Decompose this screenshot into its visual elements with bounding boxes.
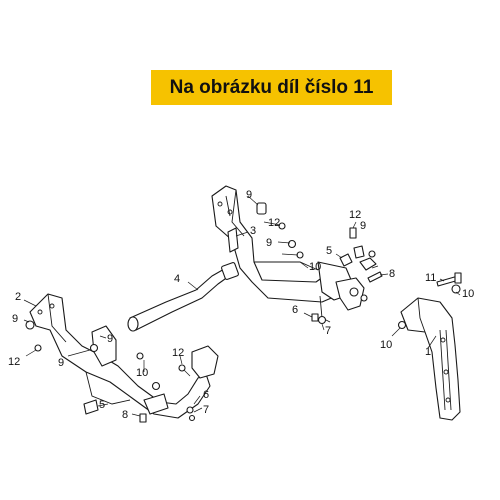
callout-4: 4	[174, 273, 180, 285]
callout-5: 5	[99, 399, 105, 411]
callout-6: 6	[292, 304, 298, 316]
callout-10: 10	[462, 288, 474, 300]
callout-12: 12	[268, 217, 280, 229]
callout-7: 7	[325, 325, 331, 337]
part-2-lower-frame	[29, 293, 219, 419]
part-3-upper-frame	[211, 185, 368, 323]
callout-9: 9	[58, 357, 64, 369]
callout-3: 3	[250, 225, 256, 237]
lower-frame-fasteners	[25, 320, 196, 423]
callout-8: 8	[389, 268, 395, 280]
callout-9: 9	[107, 333, 113, 345]
part-11-bolt	[436, 272, 462, 287]
callout-8: 8	[122, 409, 128, 421]
callout-12: 12	[8, 356, 20, 368]
upper-frame-fasteners	[256, 202, 383, 325]
callout-9: 9	[266, 237, 272, 249]
part-4-pipe	[127, 262, 239, 332]
callout-11: 11	[425, 272, 436, 284]
page-title: Na obrázku díl číslo 11	[169, 76, 374, 98]
page-title-banner: Na obrázku díl číslo 11	[151, 70, 392, 105]
callout-7: 7	[203, 404, 209, 416]
callout-10: 10	[136, 367, 148, 379]
callout-labels: 1 2 3 4 5 5 6 6 7 7 8 8 9 9 9 9 9 9 10 1…	[8, 189, 474, 421]
callout-10: 10	[309, 261, 321, 273]
callout-9: 9	[246, 189, 252, 201]
callout-leader-lines	[23, 195, 461, 417]
callout-9: 9	[360, 220, 366, 232]
callout-9: 9	[12, 313, 18, 325]
callout-1: 1	[425, 346, 431, 358]
callout-10: 10	[380, 339, 392, 351]
callout-6: 6	[203, 389, 209, 401]
callout-12: 12	[172, 347, 184, 359]
callout-5: 5	[326, 245, 332, 257]
callout-2: 2	[15, 291, 21, 303]
part-10-washer-right	[397, 284, 461, 330]
part-1-side-bracket	[400, 297, 461, 421]
callout-12: 12	[349, 209, 361, 221]
